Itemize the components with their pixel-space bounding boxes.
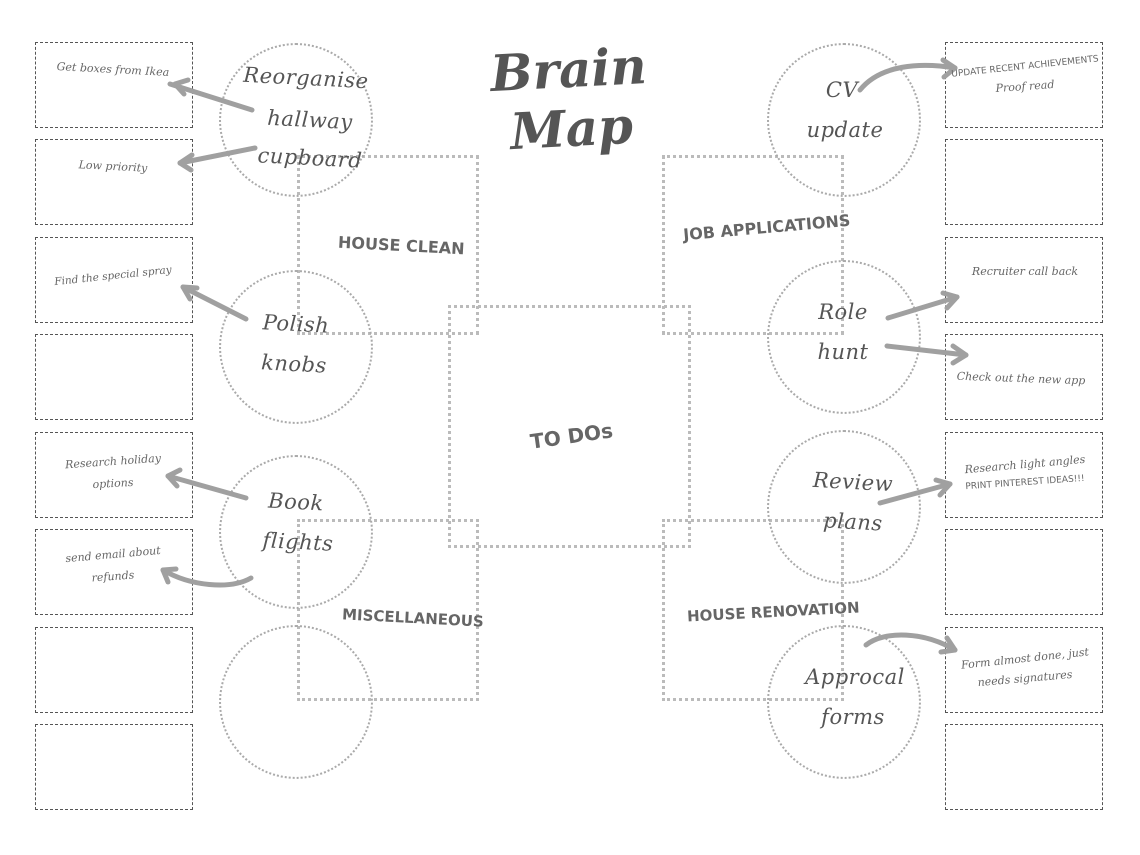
left-notes-column xyxy=(35,42,195,814)
cv-line-2: update xyxy=(806,118,884,142)
house-clean-box xyxy=(297,155,479,335)
right-note-box-4 xyxy=(945,334,1103,420)
book-circle xyxy=(219,455,373,609)
role-line-1: Role xyxy=(818,300,868,324)
approcal-line-1: Approcal xyxy=(805,665,905,689)
right-notes-column xyxy=(945,42,1105,814)
note-recruiter: Recruiter call back xyxy=(971,265,1079,278)
brain-map-title: Brain Map xyxy=(488,35,649,162)
right-note-box-8 xyxy=(945,724,1103,810)
cv-line-1: CV xyxy=(825,78,859,102)
review-circle xyxy=(767,430,921,584)
miscellaneous-box xyxy=(297,519,479,701)
approcal-circle xyxy=(767,625,921,779)
left-note-box-7 xyxy=(35,627,193,713)
house-renovation-box xyxy=(662,519,844,701)
cv-circle xyxy=(767,43,921,197)
reorganise-circle xyxy=(219,43,373,197)
polish-circle xyxy=(219,270,373,424)
left-note-box-2 xyxy=(35,139,193,225)
job-applications-box xyxy=(662,155,844,335)
approcal-line-2: forms xyxy=(821,705,885,729)
role-circle xyxy=(767,260,921,414)
left-note-box-3 xyxy=(35,237,193,323)
right-note-box-7 xyxy=(945,627,1103,713)
right-note-box-3 xyxy=(945,237,1103,323)
right-note-box-5 xyxy=(945,432,1103,518)
left-note-box-1 xyxy=(35,42,193,128)
left-note-box-8 xyxy=(35,724,193,810)
to-dos-center-box xyxy=(448,305,691,548)
right-note-box-2 xyxy=(945,139,1103,225)
role-line-2: hunt xyxy=(817,340,869,364)
empty-circle-left xyxy=(219,625,373,779)
right-note-box-6 xyxy=(945,529,1103,615)
left-note-box-4 xyxy=(35,334,193,420)
